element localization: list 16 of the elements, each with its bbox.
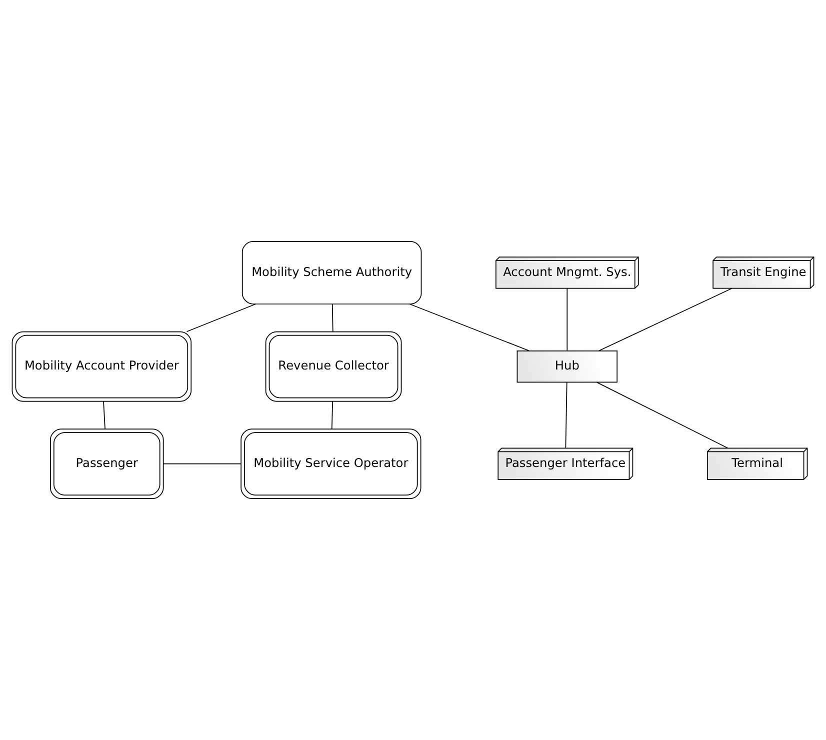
node-box: Mobility Service Operator bbox=[240, 428, 422, 499]
connector bbox=[596, 382, 728, 449]
node-box: Revenue Collector bbox=[265, 331, 402, 402]
node-box: Hub bbox=[516, 350, 618, 383]
connector bbox=[566, 288, 568, 352]
connector bbox=[332, 304, 334, 332]
connector bbox=[409, 304, 530, 352]
connector bbox=[103, 400, 106, 430]
connector bbox=[598, 288, 732, 352]
node-box: Mobility Scheme Authority bbox=[242, 241, 422, 304]
connector bbox=[162, 463, 242, 464]
connector bbox=[186, 304, 256, 332]
node-box: Passenger bbox=[50, 428, 164, 499]
connector bbox=[331, 400, 334, 430]
node-box: Mobility Account Provider bbox=[12, 331, 192, 402]
connector bbox=[565, 382, 568, 449]
